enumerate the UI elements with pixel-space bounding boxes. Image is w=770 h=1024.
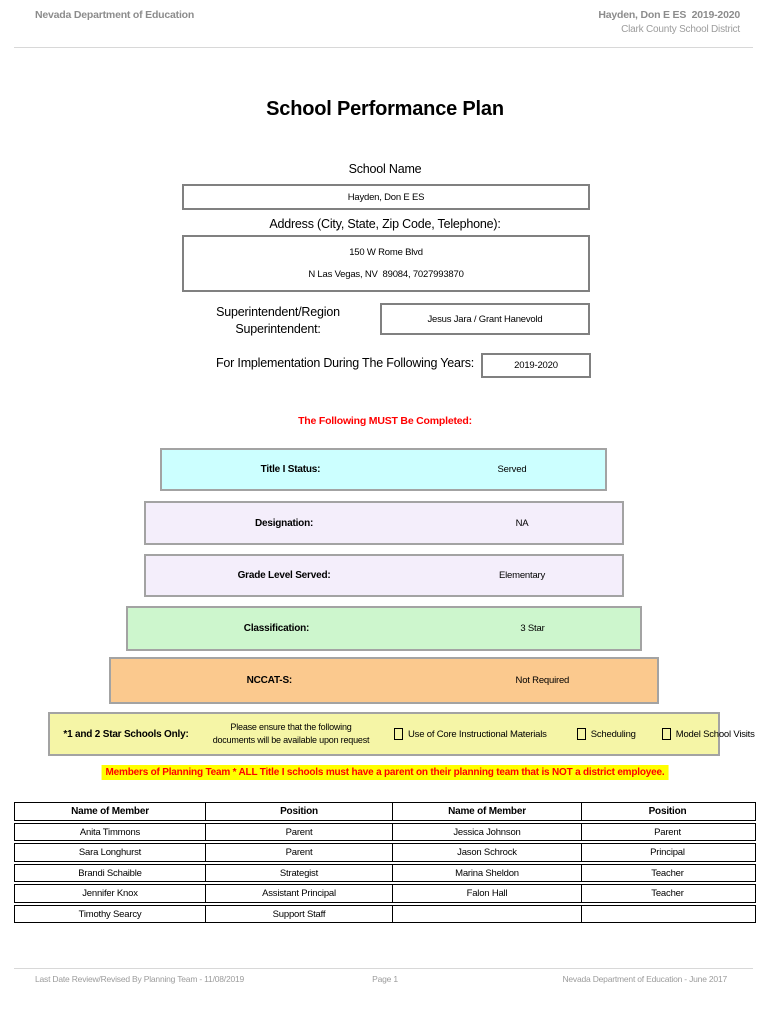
member-name: Anita Timmons (79, 826, 141, 838)
status-bar-nccat-s: NCCAT-S: Not Required (109, 657, 659, 704)
checkbox-model-visits[interactable]: Model School Visits (661, 728, 755, 740)
member-position: Principal (581, 844, 753, 861)
header-divider (14, 47, 753, 48)
status-bar-label: Designation: (254, 517, 314, 529)
page-title: School Performance Plan (266, 98, 504, 120)
school-name-value: Hayden, Don E ES (347, 191, 425, 203)
star-schools-label: *1 and 2 Star Schools Only: (63, 728, 189, 740)
member-position: Parent (581, 823, 753, 840)
checkbox-icon[interactable] (661, 728, 671, 740)
implementation-years-field[interactable]: 2019-2020 (481, 353, 591, 378)
status-bar-value: Not Required (515, 675, 570, 686)
checkbox-icon[interactable] (394, 728, 403, 740)
footer-page-number: Page 1 (372, 974, 398, 984)
member-name: Marina Sheldon (392, 864, 581, 881)
checkbox-scheduling[interactable]: Scheduling (576, 728, 636, 740)
column-header: Name of Member (392, 803, 581, 820)
table-header-row: Name of Member Position Name of Member P… (14, 802, 756, 821)
must-complete-notice: The Following MUST Be Completed: (298, 415, 472, 427)
checkbox-core-materials[interactable]: Use of Core Instructional Materials (394, 728, 547, 740)
status-bar-classification: Classification: 3 Star (126, 606, 642, 651)
status-bar-label: Grade Level Served: (237, 570, 331, 581)
superintendent-field[interactable]: Jesus Jara / Grant Hanevold (380, 303, 590, 335)
star-schools-note: Please ensure that the following documen… (212, 722, 370, 745)
header-agency: Nevada Department of Education (35, 9, 195, 21)
member-name: Jason Schrock (392, 844, 581, 861)
status-bar-value: Served (497, 464, 527, 475)
member-name (392, 905, 581, 922)
member-name: Timothy Searcy (78, 908, 142, 920)
checkbox-icon[interactable] (576, 728, 586, 740)
status-bar-title-i: Title I Status: Served (160, 448, 607, 491)
member-position: Teacher (581, 864, 753, 881)
superintendent-value: Jesus Jara / Grant Hanevold (427, 313, 543, 325)
member-name: Sara Longhurst (78, 847, 142, 858)
table-row: Jennifer Knox Assistant Principal Falon … (14, 884, 756, 903)
status-bar-label: Classification: (243, 623, 310, 634)
footer-revision-date: Last Date Review/Revised By Planning Tea… (35, 974, 245, 984)
status-bar-grade-level: Grade Level Served: Elementary (144, 554, 624, 597)
member-position (581, 905, 753, 922)
member-name: Jessica Johnson (392, 823, 581, 840)
member-name: Jennifer Knox (82, 888, 138, 899)
school-name-field[interactable]: Hayden, Don E ES (182, 184, 590, 210)
status-bar-label: NCCAT-S: (246, 675, 293, 686)
school-name-label: School Name (348, 162, 422, 176)
status-bar-value: NA (515, 517, 529, 529)
member-position: Assistant Principal (205, 885, 392, 902)
table-row: Brandi Schaible Strategist Marina Sheldo… (14, 863, 756, 882)
planning-team-table: Name of Member Position Name of Member P… (14, 802, 756, 925)
status-bar-value: Elementary (499, 570, 546, 581)
address-street: 150 W Rome Blvd (349, 247, 423, 259)
status-bar-designation: Designation: NA (144, 501, 624, 545)
member-name: Falon Hall (392, 885, 581, 902)
address-label: Address (City, State, Zip Code, Telephon… (269, 217, 501, 231)
member-name: Brandi Schaible (78, 867, 142, 879)
status-bar-label: Title I Status: (260, 464, 321, 475)
implementation-years-label: For Implementation During The Following … (216, 356, 475, 370)
footer-source: Nevada Department of Education - June 20… (562, 974, 727, 984)
column-header: Name of Member (71, 806, 149, 817)
header-district: Clark County School District (621, 24, 740, 35)
table-row: Timothy Searcy Support Staff (14, 904, 756, 923)
address-field[interactable]: 150 W Rome Blvd N Las Vegas, NV 89084, 7… (182, 235, 590, 292)
header-school-name-year: Hayden, Don E ES 2019-2020 (598, 9, 740, 21)
header-school-info: Hayden, Don E ES 2019-2020 Clark County … (598, 9, 740, 35)
star-schools-box: *1 and 2 Star Schools Only: Please ensur… (48, 712, 755, 756)
superintendent-label: Superintendent/Region Superintendent: (216, 305, 340, 336)
address-city-state: N Las Vegas, NV 89084, 7027993870 (308, 268, 464, 280)
implementation-years-value: 2019-2020 (514, 360, 558, 371)
member-position: Parent (205, 823, 392, 840)
member-position: Strategist (205, 864, 392, 881)
member-position: Support Staff (205, 905, 392, 922)
column-header: Position (581, 803, 753, 820)
column-header: Position (205, 803, 392, 820)
table-row: Anita Timmons Parent Jessica Johnson Par… (14, 822, 756, 841)
member-position: Parent (205, 844, 392, 861)
footer-divider (14, 968, 753, 969)
member-position: Teacher (581, 885, 753, 902)
planning-team-notice: Members of Planning Team * ALL Title I s… (101, 765, 669, 780)
table-row: Sara Longhurst Parent Jason Schrock Prin… (14, 843, 756, 862)
status-bar-value: 3 Star (520, 623, 545, 634)
